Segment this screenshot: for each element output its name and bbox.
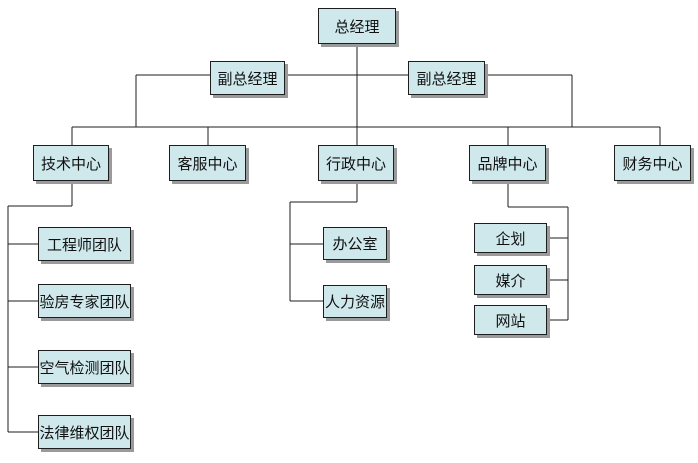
box-inspection-expert-team: 验房专家团队 xyxy=(38,284,131,318)
box-legal-rights-team: 法律维权团队 xyxy=(38,415,131,449)
box-engineer-team: 工程师团队 xyxy=(38,227,131,261)
box-deputy-right: 副总经理 xyxy=(408,61,485,95)
box-planning: 企划 xyxy=(474,223,547,253)
box-office: 办公室 xyxy=(323,227,387,260)
box-admin-center: 行政中心 xyxy=(318,145,394,181)
box-air-testing-team: 空气检测团队 xyxy=(38,350,131,384)
box-service-center: 客服中心 xyxy=(169,145,246,181)
box-human-resources: 人力资源 xyxy=(323,285,387,318)
box-finance-center: 财务中心 xyxy=(614,145,691,181)
box-brand-center: 品牌中心 xyxy=(469,145,546,181)
box-media: 媒介 xyxy=(474,265,547,295)
box-tech-center: 技术中心 xyxy=(33,145,109,181)
box-website: 网站 xyxy=(474,305,547,335)
box-general-manager: 总经理 xyxy=(318,8,396,44)
box-deputy-left: 副总经理 xyxy=(210,61,285,95)
